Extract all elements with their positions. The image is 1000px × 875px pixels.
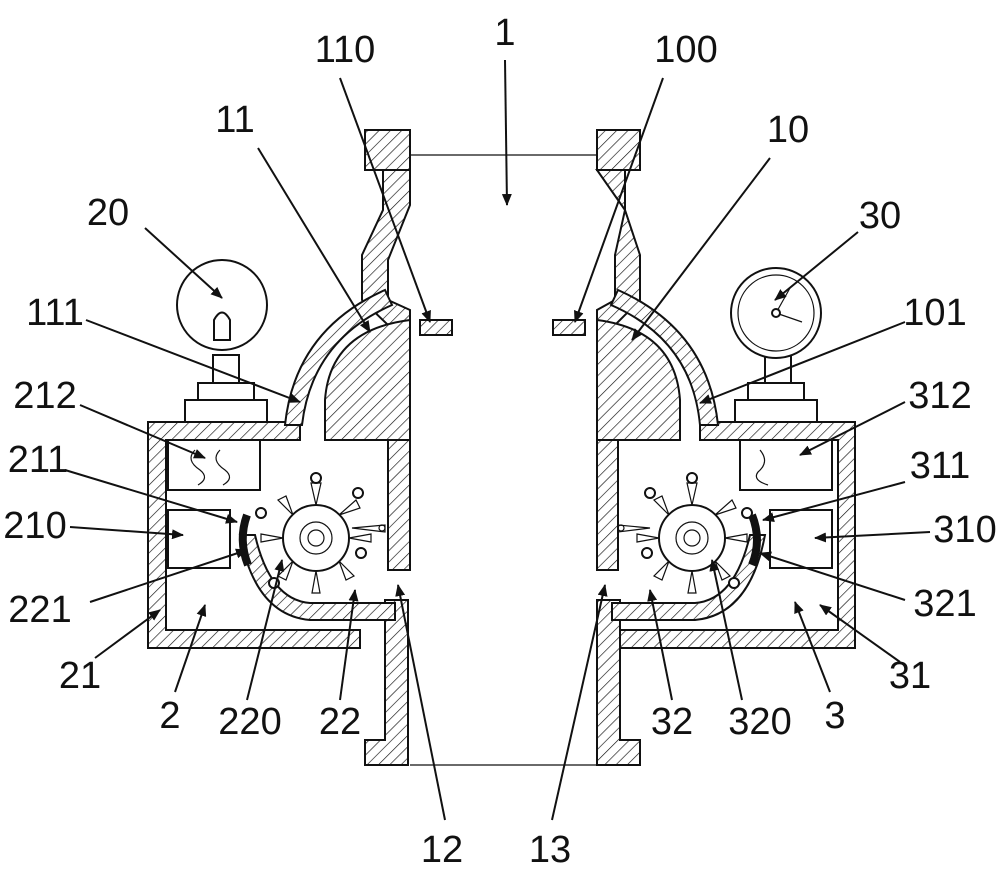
label-221: 221 [8, 589, 71, 631]
reference-numerals: 1 110 100 11 10 20 30 111 101 212 312 21… [3, 12, 996, 871]
label-310: 310 [933, 509, 996, 551]
pressure-gauge-right [730, 267, 822, 423]
label-1: 1 [494, 12, 515, 54]
label-30: 30 [859, 195, 901, 237]
gear-wheel-right [636, 472, 753, 594]
label-10: 10 [767, 109, 809, 151]
label-212: 212 [13, 375, 76, 417]
label-12: 12 [421, 829, 463, 870]
label-31: 31 [889, 655, 931, 697]
label-22: 22 [319, 701, 361, 743]
right-housing [552, 288, 856, 649]
label-312: 312 [908, 375, 971, 417]
label-210: 210 [3, 505, 66, 547]
label-320: 320 [728, 701, 791, 743]
central-tube [361, 129, 641, 766]
label-311: 311 [910, 445, 971, 487]
left-housing [147, 288, 453, 649]
label-21: 21 [59, 655, 101, 697]
gear-wheel-left [255, 472, 372, 594]
left-stub [351, 524, 386, 533]
right-stub [617, 524, 651, 533]
leader-lines [64, 59, 931, 821]
label-13: 13 [529, 829, 571, 870]
label-32: 32 [651, 701, 693, 743]
label-100: 100 [654, 29, 717, 71]
label-321: 321 [913, 583, 976, 625]
label-211: 211 [8, 439, 69, 481]
label-2: 2 [159, 695, 180, 737]
label-220: 220 [218, 701, 281, 743]
label-110: 110 [315, 29, 376, 71]
label-111: 111 [26, 292, 84, 334]
pressure-gauge-left [176, 259, 268, 423]
label-3: 3 [824, 695, 845, 737]
label-101: 101 [903, 292, 966, 334]
label-20: 20 [87, 192, 129, 234]
label-11: 11 [215, 99, 254, 141]
